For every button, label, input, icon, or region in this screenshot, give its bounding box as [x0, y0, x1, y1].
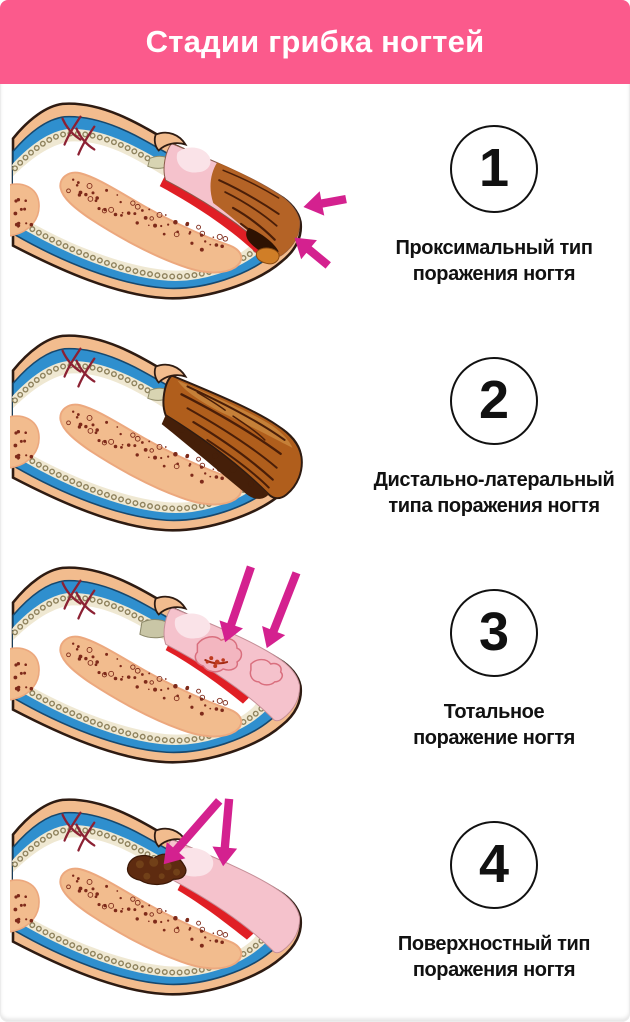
stage-row-3: 3 Тотальное поражение ногтя — [0, 548, 630, 780]
finger-illustration-stage-4 — [0, 780, 358, 1012]
nail-fold — [153, 595, 188, 616]
stage-number-badge: 2 — [450, 357, 538, 445]
stage-info-3: 3 Тотальное поражение ногтя — [358, 548, 630, 780]
arrow-icon — [303, 191, 347, 216]
arrow-icon — [219, 565, 255, 643]
bone-distal — [59, 867, 243, 970]
stage-label: Тотальное поражение ногтя — [413, 701, 575, 749]
stage-info-1: 1 Проксимальный тип поражения ногтя — [358, 84, 630, 316]
stage-info-2: 2 Дистально-латеральный типа поражения н… — [358, 316, 630, 548]
knuckle-crease-mark — [61, 347, 96, 388]
stage-number-badge: 3 — [450, 589, 538, 677]
finger-cross-section-icon — [10, 334, 303, 532]
nail-fold — [153, 827, 188, 848]
finger-illustration-stage-2 — [0, 316, 358, 548]
finger-cross-section-icon — [10, 102, 347, 300]
stage-number-badge: 4 — [450, 821, 538, 909]
stage-label: Дистально-латеральный типа поражения ног… — [373, 469, 615, 517]
stage-label: Проксимальный тип поражения ногтя — [395, 237, 593, 285]
arrow-icon — [262, 571, 301, 649]
fungus-patch — [249, 658, 283, 686]
stage-number: 1 — [478, 138, 510, 198]
stage-number: 3 — [478, 602, 510, 662]
nail-fold — [153, 131, 188, 152]
knuckle-crease-mark — [61, 579, 96, 620]
stage-row-1: 1 Проксимальный тип поражения ногтя — [0, 84, 630, 316]
arrow-icon — [212, 798, 238, 867]
stage-number: 4 — [478, 834, 510, 894]
nail-fold — [153, 363, 188, 384]
stage-number: 2 — [478, 370, 510, 430]
page-title: Стадии грибка ногтей — [145, 24, 485, 59]
nail-plate-infected — [162, 374, 303, 500]
knuckle-crease-mark — [61, 811, 96, 852]
fungus-debris — [255, 247, 280, 265]
stage-number-badge: 1 — [450, 125, 538, 213]
finger-cross-section-icon — [10, 565, 303, 764]
header: Стадии грибка ногтей — [0, 0, 630, 84]
arrow-icon — [163, 798, 223, 865]
stage-row-2: 2 Дистально-латеральный типа поражения н… — [0, 316, 630, 548]
stage-row-4: 4 Поверхностный тип поражения ногтя — [0, 780, 630, 1012]
finger-cross-section-icon — [10, 798, 303, 996]
finger-illustration-stage-3 — [0, 548, 358, 780]
stage-label: Поверхностный тип поражения ногтя — [397, 933, 591, 981]
arrow-icon — [294, 237, 331, 269]
knuckle-crease-mark — [61, 115, 96, 156]
bone-distal — [59, 171, 243, 274]
finger-illustration-stage-1 — [0, 84, 358, 316]
stage-info-4: 4 Поверхностный тип поражения ногтя — [358, 780, 630, 1012]
bone-distal — [59, 635, 243, 738]
